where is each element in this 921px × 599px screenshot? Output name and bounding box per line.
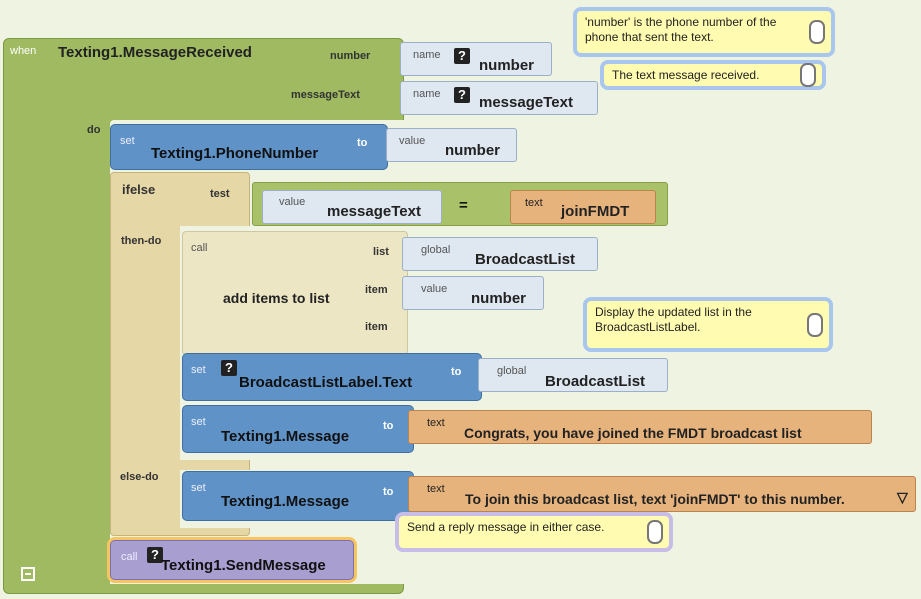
set-label: set bbox=[191, 364, 206, 376]
text-value: To join this broadcast list, text 'joinF… bbox=[465, 491, 845, 507]
help-icon[interactable]: ? bbox=[454, 48, 470, 64]
to-label: to bbox=[357, 137, 368, 149]
procedure-name: Texting1.SendMessage bbox=[161, 557, 326, 574]
to-label: to bbox=[451, 366, 462, 378]
set-broadcastlistlabel-block[interactable]: set ? BroadcastListLabel.Text to bbox=[182, 353, 482, 401]
value-kind-label: value bbox=[399, 135, 426, 147]
param-messagetext-label: messageText bbox=[291, 89, 360, 101]
set-message-else-block[interactable]: set Texting1.Message to bbox=[182, 471, 414, 521]
set-label: set bbox=[120, 135, 135, 147]
to-label: to bbox=[383, 486, 394, 498]
value-kind-label: value bbox=[279, 196, 306, 208]
dropdown-icon[interactable]: ▽ bbox=[897, 489, 908, 505]
then-do-label: then-do bbox=[121, 235, 162, 247]
to-label: to bbox=[383, 420, 394, 432]
text-kind-label: text bbox=[525, 197, 543, 209]
comment-text: 'number' is the phone number of the phon… bbox=[585, 15, 777, 44]
comment-number[interactable]: 'number' is the phone number of the phon… bbox=[573, 7, 835, 57]
comment-toggle-icon[interactable] bbox=[809, 20, 825, 44]
comment-text: The text message received. bbox=[612, 68, 760, 82]
list-socket-label: list bbox=[373, 246, 389, 258]
name-kind-label: name bbox=[413, 49, 441, 61]
test-label: test bbox=[210, 188, 230, 200]
param-name-value: number bbox=[479, 57, 535, 74]
setter-target: Texting1.Message bbox=[221, 493, 350, 510]
text-value: Congrats, you have joined the FMDT broad… bbox=[464, 425, 802, 441]
setter-target: Texting1.PhoneNumber bbox=[151, 145, 319, 162]
global-kind-label: global bbox=[497, 365, 527, 377]
item-socket-label: item bbox=[365, 284, 388, 296]
item2-socket-label: item bbox=[365, 321, 388, 333]
comment-send-reply[interactable]: Send a reply message in either case. bbox=[395, 512, 673, 552]
param-number-label: number bbox=[330, 50, 371, 62]
global-value: BroadcastList bbox=[475, 251, 576, 268]
call-label: call bbox=[121, 551, 138, 563]
param-name-number[interactable]: name ? number bbox=[400, 42, 552, 76]
ifelse-label: ifelse bbox=[122, 182, 156, 197]
text-kind-label: text bbox=[427, 417, 445, 429]
value-number[interactable]: value number bbox=[386, 128, 517, 162]
text-value: joinFMDT bbox=[561, 203, 630, 220]
event-name: Texting1.MessageReceived bbox=[58, 44, 252, 61]
call-label: call bbox=[191, 242, 208, 254]
compare-operator: = bbox=[459, 197, 468, 214]
comment-toggle-icon[interactable] bbox=[800, 63, 816, 87]
global-broadcastlist-value[interactable]: global BroadcastList bbox=[478, 358, 668, 392]
compare-right-text[interactable]: text joinFMDT bbox=[510, 190, 656, 224]
text-join-instructions[interactable]: text To join this broadcast list, text '… bbox=[408, 476, 916, 512]
text-kind-label: text bbox=[427, 483, 445, 495]
comment-toggle-icon[interactable] bbox=[807, 312, 823, 337]
setter-target: BroadcastListLabel.Text bbox=[239, 374, 413, 391]
value-number-item[interactable]: value number bbox=[402, 276, 544, 310]
comment-display-list[interactable]: Display the updated list in the Broadcas… bbox=[583, 297, 833, 352]
name-kind-label: name bbox=[413, 88, 441, 100]
param-name-value: messageText bbox=[479, 94, 573, 111]
set-phonenumber-block[interactable]: set Texting1.PhoneNumber to bbox=[110, 124, 388, 170]
comment-text: Display the updated list in the Broadcas… bbox=[595, 305, 752, 334]
collapse-icon[interactable] bbox=[21, 567, 35, 581]
value-text: number bbox=[471, 290, 527, 307]
text-congrats[interactable]: text Congrats, you have joined the FMDT … bbox=[408, 410, 872, 444]
comment-messagetext[interactable]: The text message received. bbox=[600, 60, 826, 90]
do-label: do bbox=[87, 124, 101, 136]
help-icon[interactable]: ? bbox=[454, 87, 470, 103]
comment-toggle-icon[interactable] bbox=[647, 520, 663, 544]
compare-left-value[interactable]: value messageText bbox=[262, 190, 442, 224]
param-name-messagetext[interactable]: name ? messageText bbox=[400, 81, 598, 115]
value-text: number bbox=[445, 142, 501, 159]
help-icon[interactable]: ? bbox=[221, 360, 237, 376]
value-kind-label: value bbox=[421, 283, 448, 295]
procedure-name: add items to list bbox=[223, 290, 330, 306]
set-message-then-block[interactable]: set Texting1.Message to bbox=[182, 405, 414, 453]
value-text: messageText bbox=[327, 203, 421, 220]
set-label: set bbox=[191, 416, 206, 428]
add-items-to-list-block[interactable]: call add items to list list item item bbox=[182, 231, 408, 355]
global-value: BroadcastList bbox=[545, 373, 646, 390]
help-icon[interactable]: ? bbox=[147, 547, 163, 563]
call-sendmessage-block[interactable]: call ? Texting1.SendMessage bbox=[110, 540, 354, 580]
global-kind-label: global bbox=[421, 244, 451, 256]
global-broadcastlist[interactable]: global BroadcastList bbox=[402, 237, 598, 271]
when-label: when bbox=[10, 45, 37, 57]
else-do-label: else-do bbox=[120, 471, 159, 483]
set-label: set bbox=[191, 482, 206, 494]
comment-text: Send a reply message in either case. bbox=[407, 520, 605, 534]
setter-target: Texting1.Message bbox=[221, 428, 350, 445]
